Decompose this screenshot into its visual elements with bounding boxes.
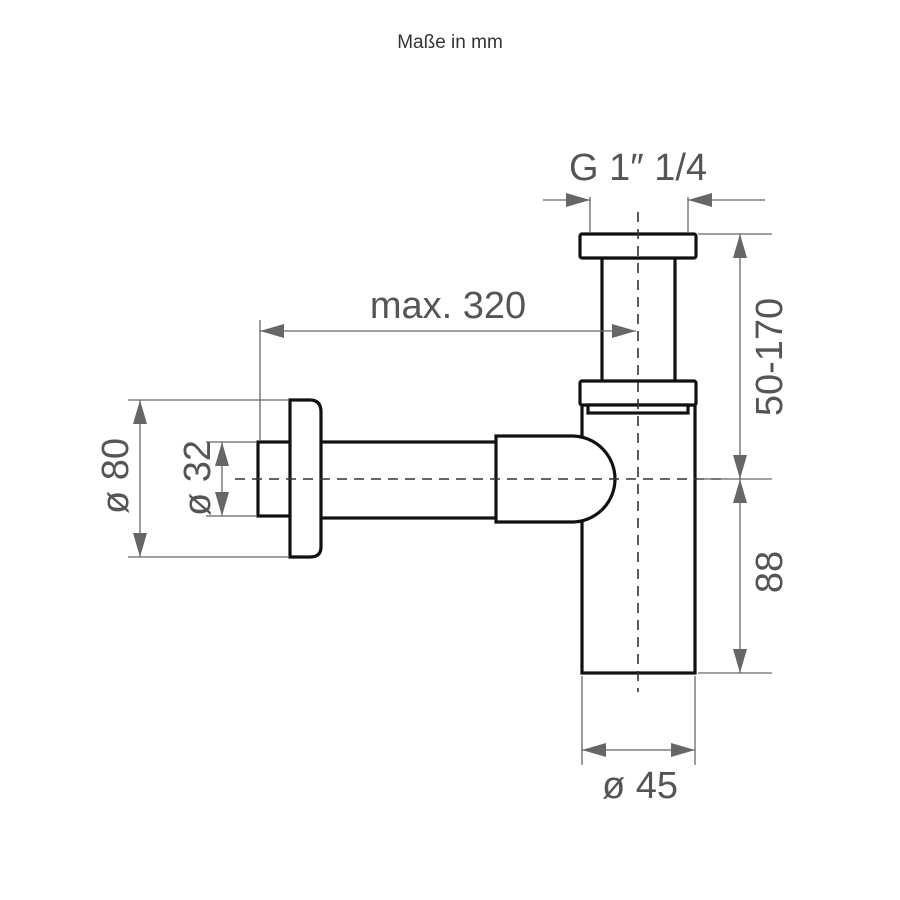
dim-height-range xyxy=(733,234,747,479)
label-max-length: max. 320 xyxy=(370,285,526,327)
dim-flange-diameter xyxy=(133,400,147,557)
label-body-diameter: ø 45 xyxy=(602,765,678,807)
dim-pipe-diameter xyxy=(215,442,229,516)
dim-body-diameter xyxy=(582,743,695,757)
dim-thread xyxy=(543,193,765,207)
dim-max-length xyxy=(260,324,636,338)
label-thread: G 1″ 1/4 xyxy=(569,147,707,189)
siphon-body xyxy=(256,232,698,675)
drawing-title: Maße in mm xyxy=(397,32,503,53)
label-bottom-height: 88 xyxy=(749,551,791,593)
label-flange-diameter: ø 80 xyxy=(95,438,137,514)
dim-bottom-height xyxy=(733,479,747,673)
outlet-pipe xyxy=(313,440,502,520)
label-height-range: 50-170 xyxy=(749,298,791,416)
label-pipe-diameter: ø 32 xyxy=(177,440,219,516)
elbow-connector xyxy=(494,434,617,524)
